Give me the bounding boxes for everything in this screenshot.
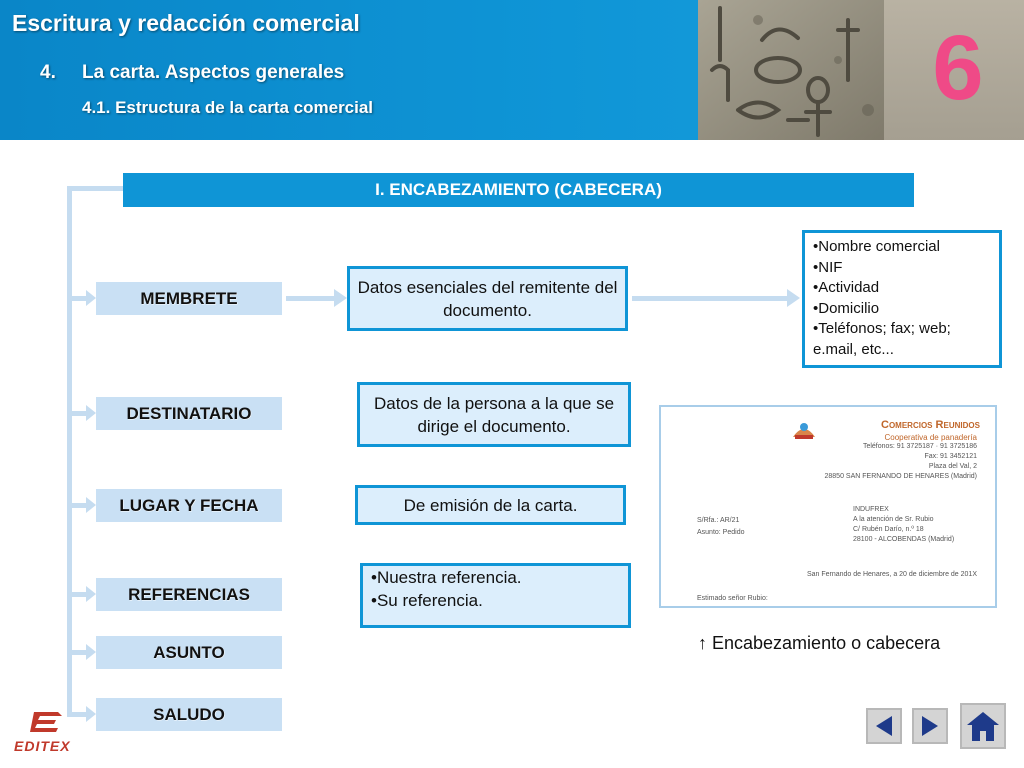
arrow-shaft-membrete: [286, 296, 336, 301]
prev-slide-button[interactable]: [866, 708, 902, 744]
letter-header-image: Comercios Reunidos Cooperativa de panade…: [659, 405, 997, 608]
list-item: •NIF: [813, 258, 843, 276]
letter-street: Plaza del Val, 2: [928, 463, 977, 470]
next-slide-button[interactable]: [912, 708, 948, 744]
label-membrete: MEMBRETE: [96, 282, 282, 315]
list-item: •Nuestra referencia.: [371, 568, 522, 587]
arrow-head-destinatario: [86, 405, 96, 421]
membrete-attributes-box: •Nombre comercial •NIF •Actividad •Domic…: [802, 230, 1002, 368]
letter-recipient-line: A la atención de Sr. Rubio: [853, 516, 934, 523]
connector-membrete: [67, 296, 89, 301]
arrow-right-icon: [922, 716, 938, 736]
letter-tagline: Cooperativa de panadería: [884, 433, 977, 442]
home-icon: [967, 712, 999, 741]
list-item: •Teléfonos; fax; web; e.mail, etc...: [813, 320, 951, 358]
label-destinatario: DESTINATARIO: [96, 397, 282, 430]
label-saludo: SALUDO: [96, 698, 282, 731]
arrow-head-membrete-box: [334, 289, 347, 307]
arrow-head-referencias: [86, 586, 96, 602]
list-item: •Su referencia.: [371, 591, 483, 610]
box-destinatario: Datos de la persona a la que se dirige e…: [357, 382, 631, 447]
letter-recipient: INDUFREX A la atención de Sr. Rubio C/ R…: [853, 505, 954, 545]
section-heading: 4. La carta. Aspectos generales: [40, 62, 344, 84]
bakery-logo-icon: [793, 423, 815, 439]
chapter-number: 6: [932, 17, 984, 119]
arrow-head-asunto: [86, 644, 96, 660]
label-asunto: ASUNTO: [96, 636, 282, 669]
arrow-head-lugar-fecha: [86, 497, 96, 513]
home-button[interactable]: [960, 703, 1006, 749]
tree-trunk-line: [67, 186, 72, 716]
hieroglyph-image: [698, 0, 884, 140]
section-number: 4.: [40, 62, 56, 83]
subsection-heading: 4.1. Estructura de la carta comercial: [82, 98, 374, 117]
page-title: Escritura y redacción comercial: [12, 10, 360, 36]
editex-logo: EDITEX: [14, 708, 84, 758]
arrow-head-membrete: [86, 290, 96, 306]
letter-phones: Teléfonos: 91 3725187 · 91 3725186: [862, 443, 977, 450]
letter-company: Comercios Reunidos: [881, 419, 980, 431]
list-item: •Nombre comercial: [813, 238, 940, 255]
box-membrete: Datos esenciales del remitente del docum…: [347, 266, 628, 331]
connector-saludo: [67, 712, 89, 717]
arrow-head-attributes: [787, 289, 800, 307]
image-caption: ↑ Encabezamiento o cabecera: [698, 633, 941, 653]
box-referencias: •Nuestra referencia. •Su referencia.: [360, 563, 631, 628]
list-item: •Domicilio: [813, 299, 880, 317]
letter-fax: Fax: 91 3452121: [924, 453, 977, 460]
connector-asunto: [67, 650, 89, 655]
arrow-left-icon: [876, 716, 892, 736]
box-fecha: De emisión de la carta.: [355, 485, 626, 525]
editex-logo-text: EDITEX: [14, 738, 71, 754]
letter-place-date: San Fernando de Henares, a 20 de diciemb…: [806, 571, 977, 578]
chapter-panel: [884, 0, 1024, 140]
letter-city: 28850 SAN FERNANDO DE HENARES (Madrid): [824, 473, 978, 480]
label-lugar-fecha: LUGAR Y FECHA: [96, 489, 282, 522]
hieroglyph-illustration: [698, 0, 884, 140]
tree-top-connector: [67, 186, 123, 191]
section-title: La carta. Aspectos generales: [82, 62, 345, 83]
list-item: •Actividad: [813, 279, 880, 296]
arrow-head-saludo: [86, 706, 96, 722]
letter-recipient-line: C/ Rubén Darío, n.º 18: [853, 526, 924, 533]
letter-recipient-line: 28100 - ALCOBENDAS (Madrid): [853, 536, 955, 543]
letter-greeting: Estimado señor Rubio:: [697, 595, 768, 602]
editex-e-icon: [30, 712, 62, 732]
letter-subject: Asunto: Pedido: [697, 529, 745, 536]
connector-lugar-fecha: [67, 503, 89, 508]
connector-destinatario: [67, 411, 89, 416]
section-bar: I. ENCABEZAMIENTO (CABECERA): [123, 173, 914, 207]
label-referencias: REFERENCIAS: [96, 578, 282, 611]
letter-recipient-line: INDUFREX: [853, 506, 889, 513]
connector-referencias: [67, 592, 89, 597]
letter-ref: S/Rfa.: AR/21: [697, 517, 740, 524]
arrow-shaft-attributes: [632, 296, 789, 301]
